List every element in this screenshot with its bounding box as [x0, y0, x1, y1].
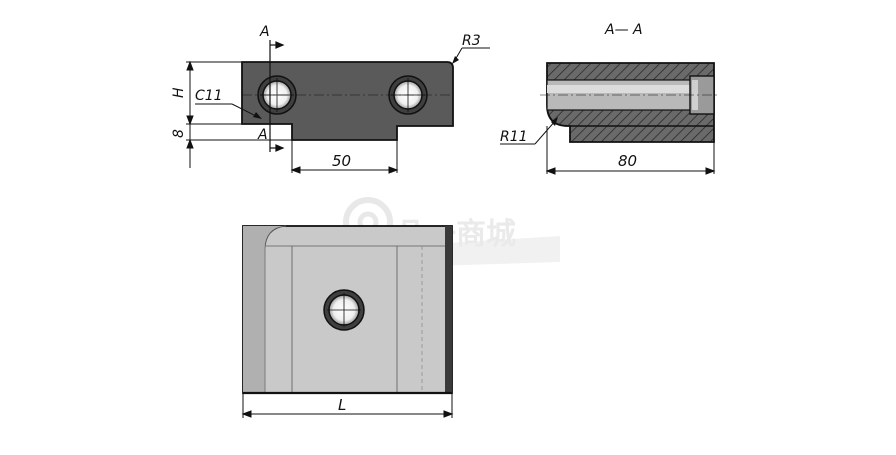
dimension-8 [186, 124, 292, 168]
top-view-hole [323, 289, 365, 331]
section-view: A— A R11 80 [500, 22, 720, 175]
dimension-label-l: L [338, 396, 346, 414]
top-view: L [241, 225, 454, 418]
dimension-l [241, 393, 454, 418]
radius-label-r3: R3 [462, 33, 481, 49]
top-view-left-band [243, 226, 286, 393]
section-label-a-top: A [259, 24, 270, 40]
dimension-80 [545, 126, 716, 175]
front-view: A A R3 C11 H 8 [171, 24, 490, 174]
section-line-a [269, 40, 285, 152]
dimension-50 [290, 140, 399, 174]
dimension-h [186, 60, 242, 126]
dimension-label-8: 8 [171, 129, 187, 138]
dimension-label-80: 80 [618, 152, 637, 170]
chamfer-label-c11: C11 [195, 88, 223, 104]
top-view-right-edge [445, 226, 452, 393]
section-title: A— A [604, 22, 643, 38]
radius-label-r11: R11 [500, 129, 528, 145]
dimension-label-h: H [171, 87, 187, 98]
dimension-label-50: 50 [332, 152, 351, 170]
section-label-a-bottom: A [257, 127, 268, 143]
